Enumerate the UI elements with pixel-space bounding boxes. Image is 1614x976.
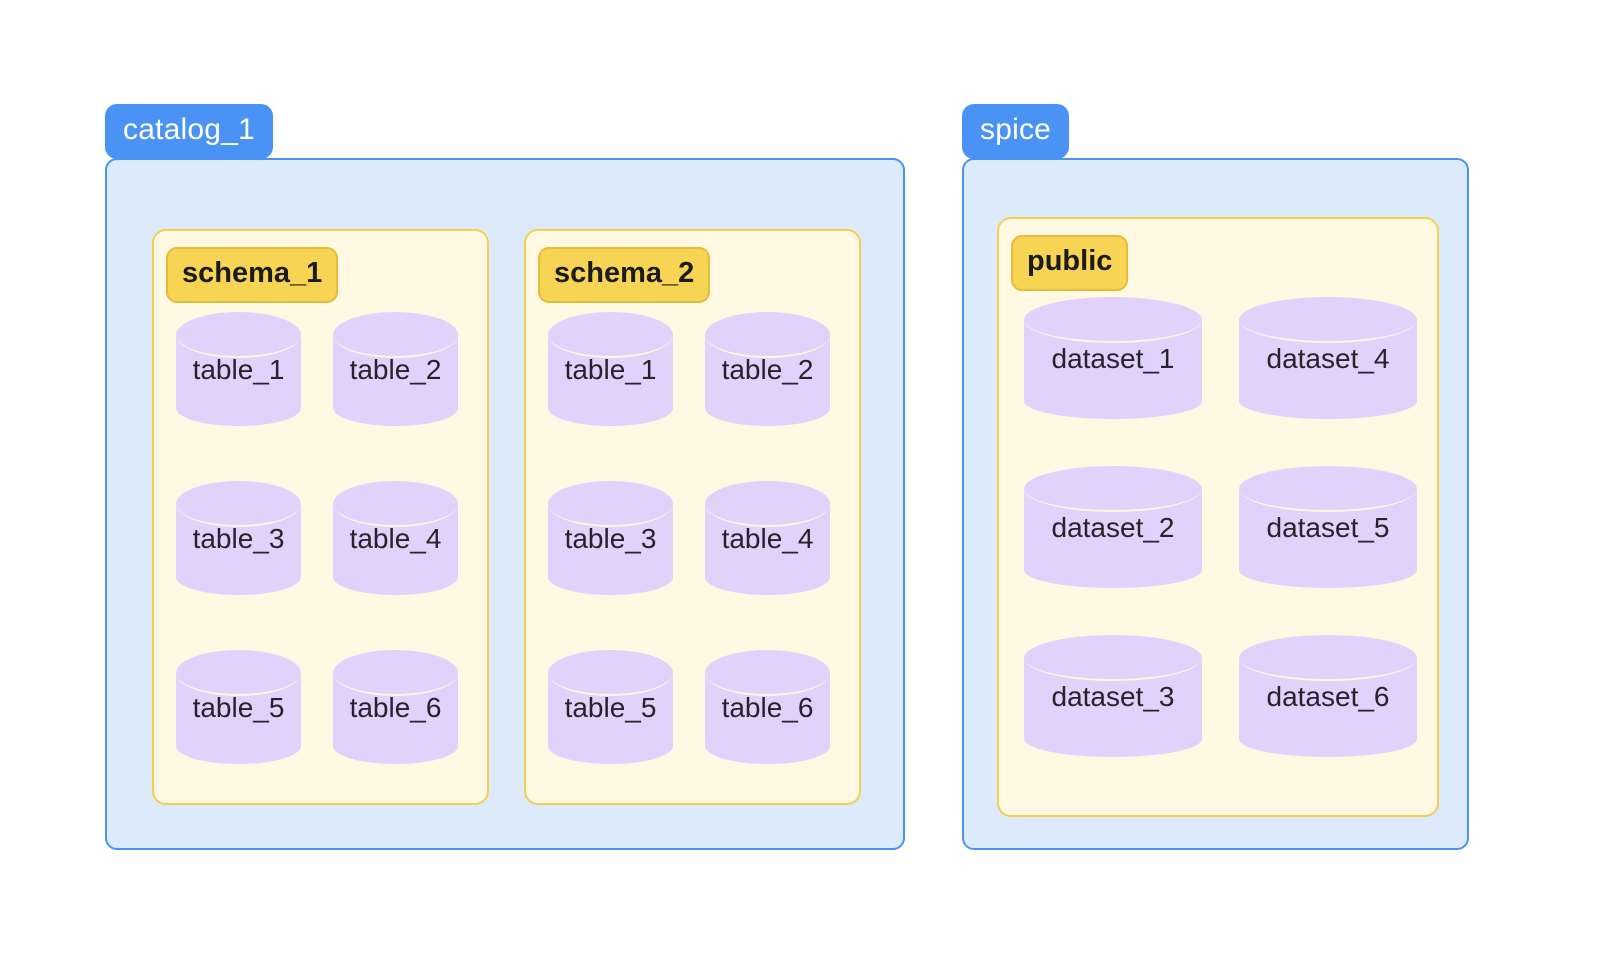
cylinder-top (176, 650, 301, 696)
dataset-cylinder[interactable]: dataset_3 (1024, 635, 1202, 757)
dataset-cylinder[interactable]: dataset_1 (1024, 297, 1202, 419)
schema-box-public: public dataset_1 dataset_2 dataset_3 (997, 217, 1439, 817)
schema-label-public[interactable]: public (1011, 235, 1129, 291)
group-panel-catalog-1: schema_1 table_1 table_3 table_5 (105, 158, 905, 850)
group-label-spice[interactable]: spice (962, 104, 1070, 159)
cylinder-top (176, 312, 301, 358)
group-label-catalog-1[interactable]: catalog_1 (105, 104, 273, 159)
schema-label-schema-1[interactable]: schema_1 (166, 247, 339, 303)
table-cylinder[interactable]: table_4 (333, 481, 458, 595)
cylinder-top (1024, 635, 1202, 681)
dataset-cylinder[interactable]: dataset_5 (1239, 466, 1417, 588)
table-cylinder[interactable]: table_6 (333, 650, 458, 764)
dataset-cylinder[interactable]: dataset_4 (1239, 297, 1417, 419)
table-cylinder[interactable]: table_2 (705, 312, 830, 426)
cylinder-top (705, 312, 830, 358)
cylinder-top (333, 481, 458, 527)
cylinder-top (705, 650, 830, 696)
table-cylinder[interactable]: table_1 (548, 312, 673, 426)
schema-box-schema-2: schema_2 table_1 table_3 table_5 (524, 229, 861, 805)
dataset-cylinder[interactable]: dataset_6 (1239, 635, 1417, 757)
schema-box-schema-1: schema_1 table_1 table_3 table_5 (152, 229, 489, 805)
cylinder-top (705, 481, 830, 527)
cylinder-top (176, 481, 301, 527)
dataset-cylinder[interactable]: dataset_2 (1024, 466, 1202, 588)
group-catalog-1: catalog_1 schema_1 table_1 table_3 (105, 104, 905, 850)
table-cylinder[interactable]: table_5 (548, 650, 673, 764)
cylinder-top (548, 481, 673, 527)
cylinder-top (548, 650, 673, 696)
cylinder-top (1239, 635, 1417, 681)
table-cylinder[interactable]: table_1 (176, 312, 301, 426)
cylinder-top (1024, 466, 1202, 512)
table-cylinder[interactable]: table_6 (705, 650, 830, 764)
cylinder-top (1024, 297, 1202, 343)
group-panel-spice: public dataset_1 dataset_2 dataset_3 (962, 158, 1469, 850)
table-cylinder[interactable]: table_3 (176, 481, 301, 595)
table-cylinder[interactable]: table_5 (176, 650, 301, 764)
schema-label-schema-2[interactable]: schema_2 (538, 247, 711, 303)
cylinder-top (333, 650, 458, 696)
table-cylinder[interactable]: table_2 (333, 312, 458, 426)
group-spice: spice public dataset_1 dataset_2 (962, 104, 1469, 850)
cylinder-top (548, 312, 673, 358)
cylinder-top (1239, 466, 1417, 512)
table-cylinder[interactable]: table_4 (705, 481, 830, 595)
table-cylinder[interactable]: table_3 (548, 481, 673, 595)
cylinder-top (1239, 297, 1417, 343)
cylinder-top (333, 312, 458, 358)
